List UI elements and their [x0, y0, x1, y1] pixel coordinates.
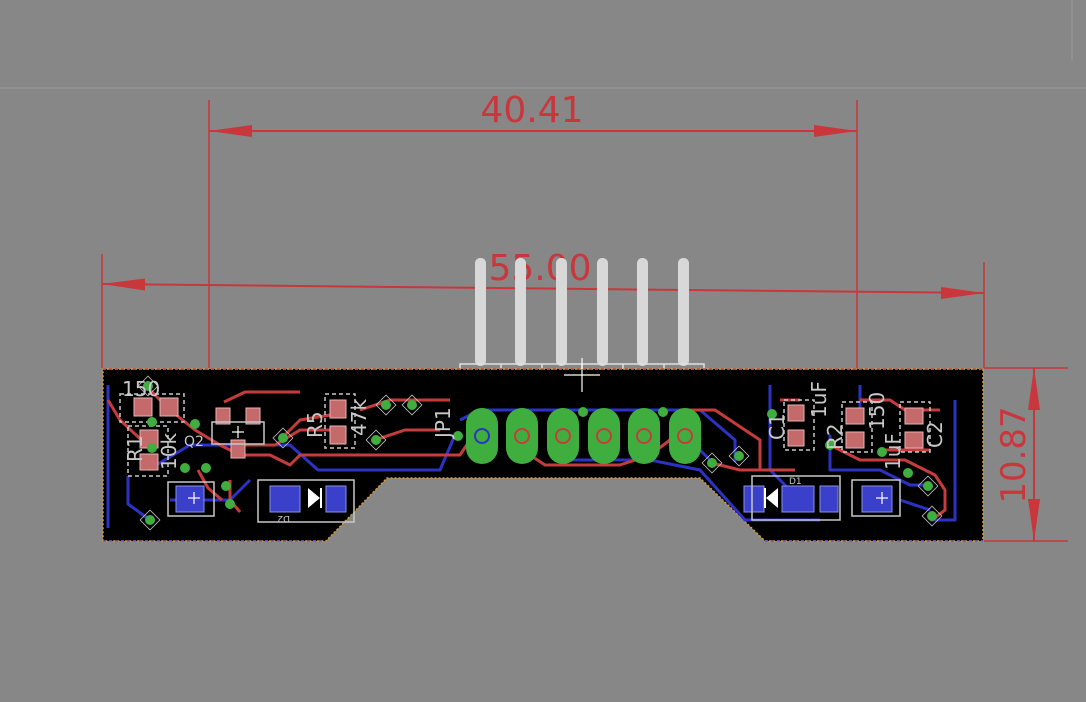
label-c2-value: 1uF	[881, 433, 905, 470]
vias	[143, 381, 937, 525]
label-c2-name: C2	[923, 421, 947, 448]
header-pin	[637, 258, 648, 366]
header-pin	[556, 258, 567, 366]
dimension-height[interactable]: 10.87	[984, 367, 1068, 542]
header-pin	[597, 258, 608, 366]
diode-symbol	[308, 488, 320, 508]
dimension-arrow	[1028, 368, 1040, 410]
dimension-arrow	[209, 125, 252, 137]
dimension-label: 55.00	[488, 248, 591, 289]
header-pin	[475, 258, 486, 366]
label-r1-value: 150	[122, 377, 160, 401]
dimension-inner-width[interactable]: 40.41	[208, 90, 858, 540]
dimension-arrow	[941, 287, 984, 299]
component-labels: 150 R1 10k Q2 R5 47k JP1 C1 1uF R2 150 1…	[122, 377, 947, 523]
dimension-arrow	[814, 125, 857, 137]
dimension-label: 10.87	[994, 406, 1034, 503]
label-r2-value: 150	[865, 392, 889, 430]
via-clearances	[137, 375, 943, 531]
label-r5-name: R5	[303, 411, 327, 438]
bottom-smd-pads	[175, 485, 893, 513]
header-pin	[515, 258, 526, 366]
dimension-arrow	[1028, 499, 1040, 541]
label-c1-value: 1uF	[807, 381, 831, 418]
label-d2-name: D2	[277, 513, 290, 523]
dimension-line	[101, 283, 985, 294]
label-r1-name: R1	[123, 435, 147, 462]
dimension-arrow	[102, 278, 145, 291]
label-r5-value: 47k	[347, 399, 371, 436]
dimension-outer-width[interactable]: 55.00	[101, 248, 985, 368]
label-jp1-name: JP1	[431, 407, 455, 440]
diode-symbol	[766, 488, 778, 508]
origin-crosshair	[188, 358, 888, 504]
label-q2-name: Q2	[184, 434, 204, 450]
smd-pads	[133, 397, 924, 471]
jp1-pads	[466, 408, 701, 464]
label-d1-name: D1	[789, 477, 802, 487]
header-pin	[678, 258, 689, 366]
dimension-label: 40.41	[480, 90, 583, 131]
silkscreen	[119, 393, 931, 523]
label-r2-name: R2	[823, 423, 847, 450]
label-r3-value: 10k	[157, 433, 181, 470]
label-c1-name: C1	[765, 413, 789, 440]
